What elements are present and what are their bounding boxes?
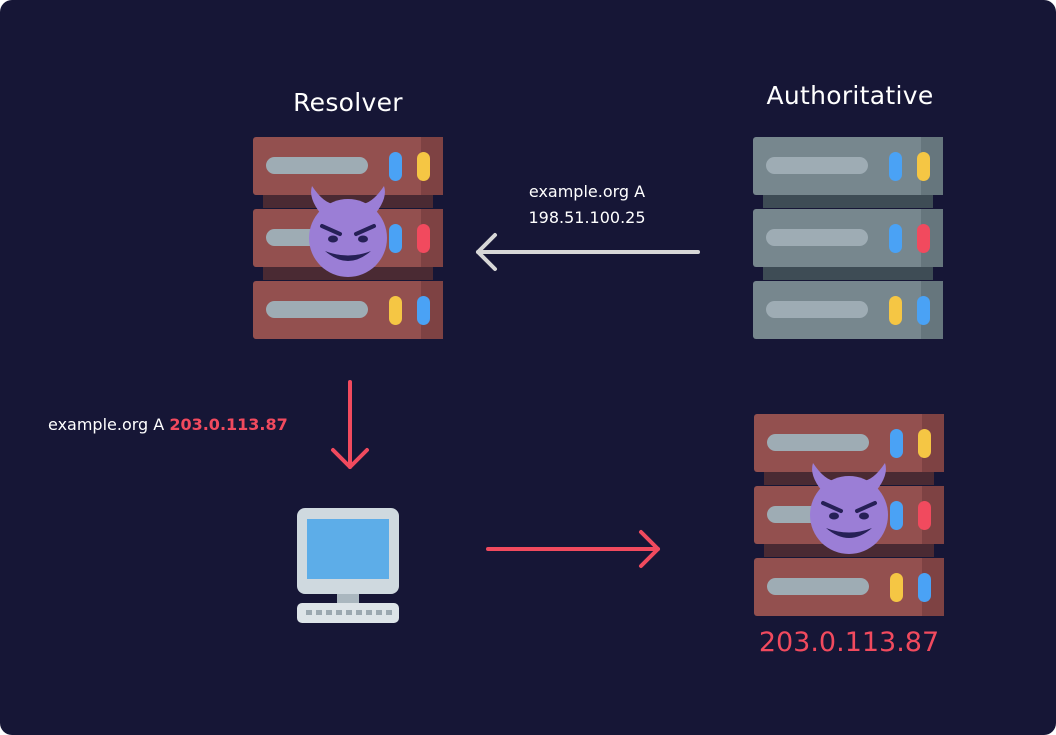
authoritative-server xyxy=(753,137,943,339)
poisoned-response-name: example.org A xyxy=(48,415,165,434)
legit-response-label: example.org A 198.51.100.25 xyxy=(497,179,677,231)
client-to-attacker-arrow xyxy=(486,530,660,568)
legit-response-name: example.org A xyxy=(528,182,646,201)
resolver-title: Resolver xyxy=(293,88,403,117)
poisoned-response-ip: 203.0.113.87 xyxy=(169,415,288,434)
poisoned-response-arrow xyxy=(331,380,369,469)
poisoned-response-label: example.org A 203.0.113.87 xyxy=(48,415,288,434)
resolver-server xyxy=(253,137,443,339)
authoritative-title: Authoritative xyxy=(766,81,934,110)
legit-response-ip: 198.51.100.25 xyxy=(528,208,646,227)
resolver-devil-icon xyxy=(307,184,389,279)
client-computer-icon xyxy=(297,508,399,623)
attacker-devil-icon xyxy=(808,461,890,556)
attacker-ip: 203.0.113.87 xyxy=(758,627,940,658)
legit-response-arrow xyxy=(476,233,700,271)
